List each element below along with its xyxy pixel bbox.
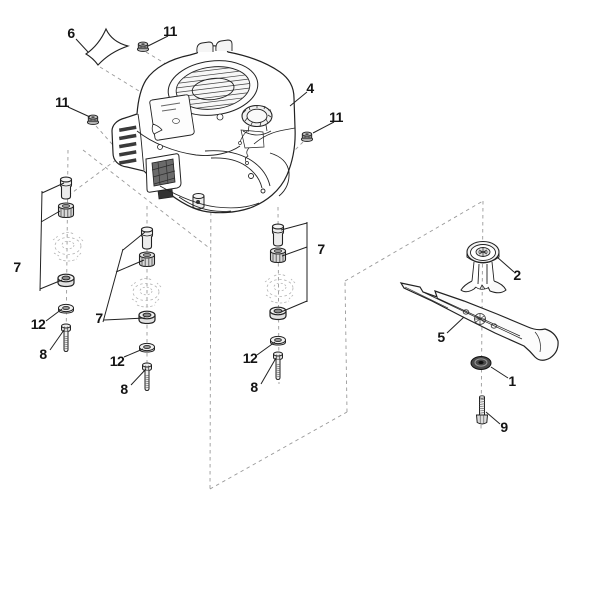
- part-callout-1: 1: [508, 373, 516, 389]
- part-callout-12: 12: [109, 353, 125, 369]
- part7-damper: [57, 202, 75, 219]
- blade-adapter-part2: [460, 240, 507, 294]
- phantom-boss-2: [130, 278, 162, 308]
- leader-9: [485, 411, 501, 425]
- part-callout-12: 12: [242, 350, 258, 366]
- cover-screw: [157, 144, 163, 150]
- part7-grommet: [138, 310, 156, 325]
- part8-bolt: [273, 351, 283, 380]
- bolt-part9: [475, 395, 489, 425]
- part-callout-11: 11: [163, 23, 177, 39]
- phantom-boss-3: [264, 274, 296, 304]
- washer-part1: [470, 356, 492, 370]
- part-callout-12: 12: [30, 316, 46, 332]
- plane-left-edge: [209, 169, 212, 490]
- part-callout-7: 7: [95, 310, 103, 326]
- leader-12-s1: [45, 308, 63, 322]
- part-callout-8: 8: [250, 379, 258, 395]
- plane-top-edge: [344, 200, 484, 282]
- part7-damper: [138, 251, 156, 268]
- crankshaft-stub: [192, 193, 205, 210]
- engine-stack1-projection: [68, 159, 117, 196]
- part11-nut: [136, 41, 150, 53]
- leader-6: [75, 38, 89, 53]
- leader-1: [490, 366, 509, 379]
- sump-lines: [159, 185, 260, 212]
- axis-stack1: [65, 149, 69, 353]
- leader-12-s3: [256, 341, 276, 356]
- cover-screw: [216, 113, 224, 121]
- part-callout-11: 11: [55, 94, 69, 110]
- bracket-7-s3: [280, 222, 308, 313]
- engine-illustration: [111, 39, 296, 214]
- bracket-7-s2: [102, 231, 146, 323]
- part-callout-9: 9: [500, 419, 508, 435]
- part7-stud: [59, 176, 73, 200]
- leader-4: [289, 91, 308, 107]
- part-callout-2: 2: [513, 267, 521, 283]
- part8-bolt: [61, 323, 71, 352]
- leader-8-s2: [130, 368, 147, 386]
- carb-detail: [240, 129, 265, 165]
- part-callout-7: 7: [317, 241, 325, 257]
- part7-stud: [140, 226, 154, 250]
- cover-right-boundary: [253, 127, 296, 145]
- engine-handle: [196, 39, 233, 53]
- plane-bottom-edge: [209, 411, 348, 490]
- part-callout-6: 6: [67, 25, 75, 41]
- leader-11-right: [312, 121, 335, 134]
- part7-stud: [271, 223, 285, 247]
- part6-pad: [84, 27, 130, 66]
- cylinder-fins: [119, 125, 137, 165]
- label-panel: [149, 94, 195, 141]
- leader-8-s1: [49, 329, 65, 351]
- leader-5: [446, 316, 465, 334]
- engine-plane-projection: [82, 149, 209, 248]
- part-callout-5: 5: [437, 329, 445, 345]
- leader-lines: [45, 35, 515, 425]
- leader-12-s2: [123, 348, 144, 358]
- group-brackets: [39, 182, 308, 323]
- phantom-boss-1: [52, 232, 84, 262]
- blade-part5: [399, 282, 559, 361]
- leader-2: [496, 256, 515, 273]
- part12-washer: [139, 342, 155, 353]
- leader-8-s3: [260, 357, 277, 385]
- part11-nut: [300, 131, 314, 143]
- part-callout-8: 8: [120, 381, 128, 397]
- blower-housing: [204, 150, 290, 197]
- muffler: [145, 153, 182, 200]
- mount-stack-1: [57, 176, 75, 352]
- part7-grommet: [269, 306, 287, 321]
- part-callout-4: 4: [306, 80, 314, 96]
- part-callout-7: 7: [13, 259, 21, 275]
- part-callout-8: 8: [39, 346, 47, 362]
- fuel-cap: [238, 104, 273, 145]
- part8-bolt: [142, 362, 152, 391]
- leader-11-left: [67, 106, 91, 118]
- cylinder-fins-edge: [137, 113, 145, 171]
- bracket-7-s1: [39, 182, 65, 292]
- part12-washer: [58, 303, 74, 314]
- recoil-starter-recess: [167, 60, 259, 116]
- leader-11-top: [147, 35, 169, 47]
- part-callout-11: 11: [329, 109, 343, 125]
- plane-right-edge: [344, 280, 348, 413]
- mount-stack-2: [138, 226, 156, 391]
